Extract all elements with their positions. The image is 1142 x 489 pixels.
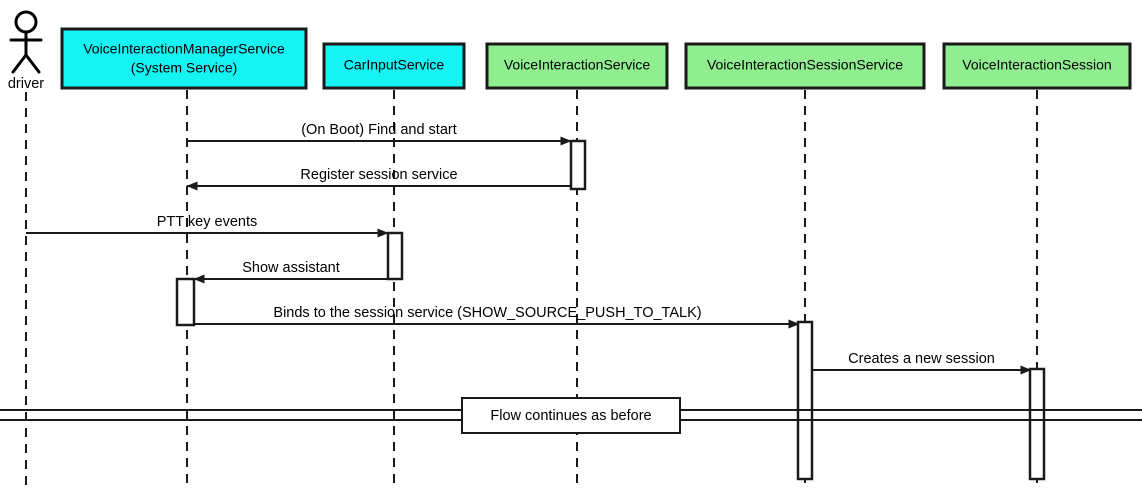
msg-ptt-key-events-label: PTT key events: [157, 214, 257, 230]
msg-on-boot-find-and-start-label: (On Boot) Find and start: [301, 122, 457, 138]
participant-vis: VoiceInteractionService: [485, 42, 669, 90]
participant-label-carinput: CarInputService: [344, 57, 445, 73]
activation-viss-bind: [796, 320, 814, 481]
flow-divider-group: Flow continues as before: [0, 397, 1142, 434]
actor-driver: driver: [8, 10, 44, 92]
msg-register-session-service: Register session service: [186, 167, 571, 191]
flow-note-box: [461, 397, 681, 434]
msg-creates-a-new-session-label: Creates a new session: [848, 351, 995, 367]
activations-group: [175, 139, 1046, 481]
participant-vims: VoiceInteractionManagerService (System Se…: [60, 27, 308, 90]
participant-box-vims: [60, 27, 308, 90]
actor-label: driver: [8, 76, 44, 92]
msg-binds-to-session-service-label: Binds to the session service (SHOW_SOURC…: [273, 305, 701, 321]
flow-note-label: Flow continues as before: [490, 408, 651, 424]
msg-show-assistant-label: Show assistant: [242, 260, 340, 276]
activation-carinput-ptt: [386, 231, 404, 281]
participant-box-vis: [485, 42, 669, 90]
activation-visession-create: [1028, 367, 1046, 481]
participant-box-visession: [942, 42, 1132, 90]
participant-box-viss: [684, 42, 926, 90]
msg-ptt-key-events: PTT key events: [26, 214, 389, 238]
participant-boxes-group: VoiceInteractionManagerService (System Se…: [60, 27, 1132, 90]
activation-vims-show-assistant: [175, 277, 196, 327]
msg-register-session-service-label: Register session service: [300, 167, 457, 183]
participant-box-carinput: [322, 42, 466, 90]
participant-sublabel-vims: (System Service): [131, 60, 238, 76]
participant-viss: VoiceInteractionSessionService: [684, 42, 926, 90]
participant-visession: VoiceInteractionSession: [942, 42, 1132, 90]
participant-label-vis: VoiceInteractionService: [504, 57, 651, 73]
participant-label-viss: VoiceInteractionSessionService: [707, 57, 903, 73]
msg-show-assistant: Show assistant: [193, 260, 388, 284]
participant-label-visession: VoiceInteractionSession: [962, 57, 1111, 73]
participant-carinput: CarInputService: [322, 42, 466, 90]
participant-label-vims: VoiceInteractionManagerService: [83, 41, 285, 57]
msg-creates-a-new-session: Creates a new session: [812, 351, 1032, 375]
msg-binds-to-session-service: Binds to the session service (SHOW_SOURC…: [176, 305, 800, 329]
activation-vis-boot: [569, 139, 587, 191]
msg-on-boot-find-and-start: (On Boot) Find and start: [187, 122, 572, 146]
